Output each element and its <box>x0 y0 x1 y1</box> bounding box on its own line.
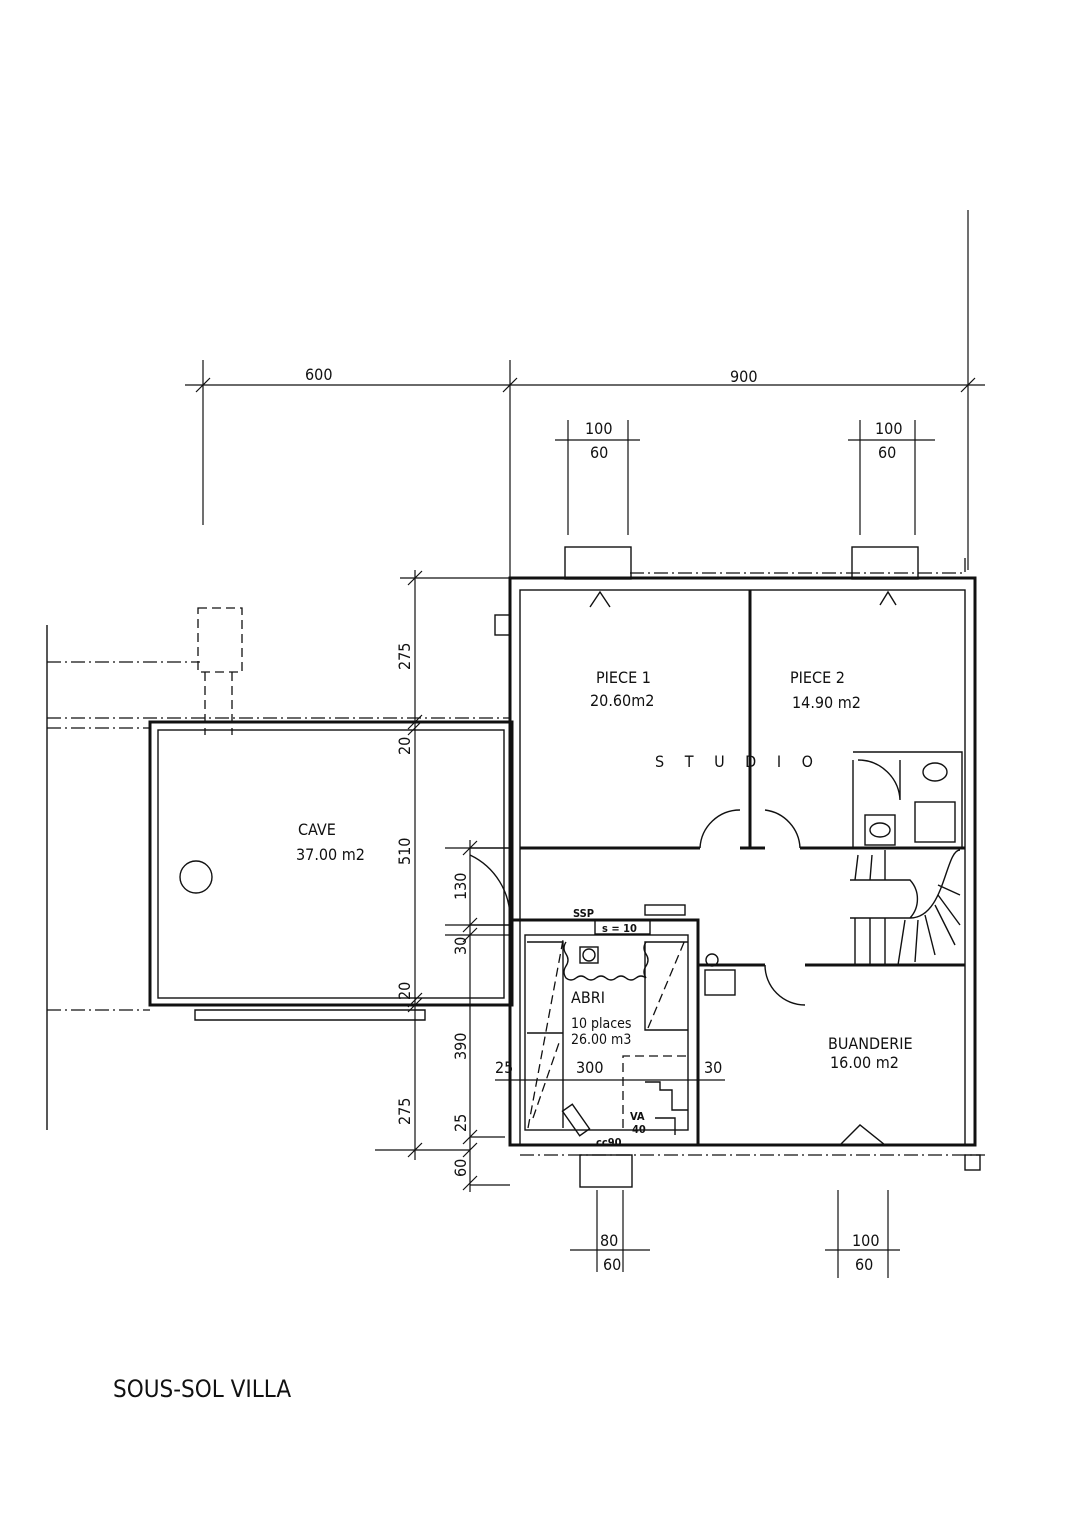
room-name-abri: ABRI <box>571 988 605 1007</box>
dim-label: 275 <box>395 1098 414 1125</box>
dim-label: 60 <box>603 1255 621 1274</box>
dim-label: 20 <box>395 982 414 1000</box>
dim-label: 25 <box>495 1058 513 1077</box>
va-value: 40 <box>632 1123 646 1136</box>
abri-volume: 26.00 m3 <box>571 1032 631 1048</box>
cave-walls <box>148 614 514 1021</box>
dim-label: 275 <box>395 643 414 670</box>
cc-label: cc90 <box>596 1136 622 1149</box>
room-area-buanderie: 16.00 m2 <box>830 1053 899 1072</box>
window-marker <box>839 1124 886 1146</box>
dim-label: 60 <box>855 1255 873 1274</box>
chimney-outline <box>204 672 233 735</box>
window-dims-bottom: 80 60 100 60 <box>520 1154 985 1278</box>
plan-title: SOUS-SOL VILLA <box>113 1375 291 1403</box>
va-label: VA <box>630 1110 645 1123</box>
building-walls <box>469 576 977 1147</box>
left-dimensions: 275 20 510 20 275 130 30 390 25 60 25 30… <box>375 570 725 1192</box>
room-name-piece2: PIECE 2 <box>790 668 845 687</box>
dim-label: 30 <box>704 1058 722 1077</box>
room-area-cave: 37.00 m2 <box>296 845 365 864</box>
dim-label: 100 <box>585 419 612 438</box>
dim-label: 60 <box>878 443 896 462</box>
dim-label: 390 <box>451 1033 470 1060</box>
dim-label: 30 <box>451 937 470 955</box>
chimney-outline <box>197 607 243 673</box>
dim-900: 900 <box>730 367 757 386</box>
window-dims-top: 100 60 100 60 <box>555 419 935 535</box>
dim-label: 25 <box>451 1114 470 1132</box>
abri-walls <box>508 904 700 1147</box>
dim-label: 100 <box>852 1231 879 1250</box>
top-dimension: 600 900 <box>185 210 985 580</box>
dim-label: 60 <box>590 443 608 462</box>
ssp-label: SSP <box>573 907 594 920</box>
dim-label: 60 <box>451 1159 470 1177</box>
drain-icon <box>179 860 213 894</box>
room-area-piece2: 14.90 m2 <box>792 693 861 712</box>
dim-label: 100 <box>875 419 902 438</box>
dim-label: 20 <box>395 737 414 755</box>
dim-label: 130 <box>451 873 470 900</box>
boundary-line <box>47 661 510 1011</box>
window-marker <box>589 590 897 608</box>
dim-600: 600 <box>305 365 332 384</box>
light-well <box>579 1154 633 1188</box>
dim-label: 510 <box>395 838 414 865</box>
room-area-piece1: 20.60m2 <box>590 691 654 710</box>
dim-label: 300 <box>576 1058 603 1077</box>
light-well <box>564 546 632 580</box>
s-label: s = 10 <box>602 922 637 935</box>
room-name-buanderie: BUANDERIE <box>828 1034 913 1053</box>
light-well <box>851 546 919 580</box>
dim-label: 80 <box>600 1231 618 1250</box>
studio-label: S T U D I O <box>655 752 821 771</box>
room-name-cave: CAVE <box>298 820 336 839</box>
boundary-line <box>630 555 966 574</box>
abri-places: 10 places <box>571 1016 631 1032</box>
room-name-piece1: PIECE 1 <box>596 668 651 687</box>
